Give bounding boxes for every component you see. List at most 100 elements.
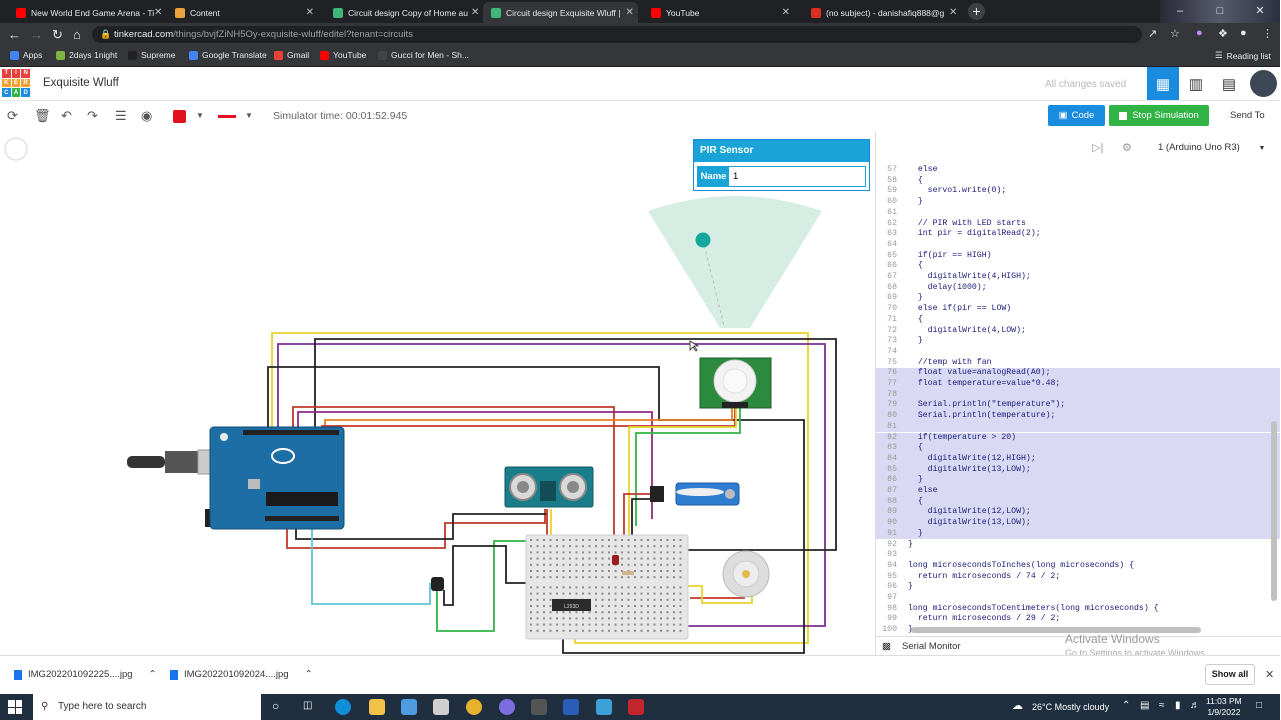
device-select[interactable]: 1 (Arduino Uno R3) ▼	[1158, 142, 1265, 153]
code-horizontal-scrollbar[interactable]	[911, 627, 1201, 633]
close-icon[interactable]: ✕	[1265, 669, 1275, 681]
schematic-view-button[interactable]: ▥	[1180, 67, 1212, 100]
browser-tab[interactable]: Circuit design Copy of Home au✕	[325, 2, 480, 23]
edge-icon[interactable]	[335, 699, 351, 715]
url-field[interactable]: 🔒 tinkercad.com/things/bvjfZiNH5Oy-exqui…	[92, 26, 1142, 43]
network-icon[interactable]: ▤	[1140, 700, 1150, 711]
tray-chevron-icon[interactable]: ⌃	[1122, 700, 1131, 711]
undo-icon[interactable]: ↶	[61, 108, 72, 123]
tab-close-icon[interactable]: ✕	[781, 7, 790, 18]
breadboard-hole	[647, 617, 649, 620]
bookmark-item[interactable]: 2days 1night	[56, 50, 117, 60]
wire-color-swatch[interactable]	[173, 110, 186, 123]
notes-icon[interactable]: ☰	[115, 108, 127, 123]
bookmark-item[interactable]: Gucci for Men - Sh...	[378, 50, 469, 60]
color-dropdown-chevron-icon[interactable]: ▼	[196, 111, 204, 120]
tab-close-icon[interactable]: ✕	[471, 7, 480, 18]
wifi-icon[interactable]: ≈	[1159, 700, 1165, 711]
weather-icon[interactable]: ☁	[1012, 700, 1023, 712]
browser-tab[interactable]: YouTube✕	[643, 2, 798, 23]
avatar[interactable]	[1250, 70, 1277, 97]
breadboard-hole	[634, 563, 636, 566]
browser-tab[interactable]: New World End Game Arena - Ti✕	[8, 2, 163, 23]
discord-icon[interactable]	[499, 699, 515, 715]
breadboard-hole	[640, 598, 643, 601]
battery-icon[interactable]: ▮	[1175, 700, 1181, 711]
back-arrow-icon[interactable]: ←	[8, 27, 21, 42]
acrobat-icon[interactable]	[628, 699, 644, 715]
send-to-button[interactable]: Send To	[1230, 110, 1265, 121]
browser-tab[interactable]: (no subject) - danishafiq888@g✕	[803, 2, 958, 23]
home-icon[interactable]: ⌂	[73, 27, 81, 42]
photos-icon[interactable]	[596, 699, 612, 715]
browser-tab[interactable]: Circuit design Exquisite Wluff |✕	[483, 2, 638, 23]
mail-icon[interactable]	[401, 699, 417, 715]
maximize-icon[interactable]: □	[1216, 5, 1224, 17]
project-name[interactable]: Exquisite Wluff	[43, 77, 119, 89]
taskbar-clock[interactable]: 11:03 PM 1/9/2022	[1206, 696, 1242, 718]
upload-run-icon[interactable]: ▷|	[1092, 142, 1104, 154]
profile-icon[interactable]: ●	[1240, 27, 1247, 39]
visibility-eye-icon[interactable]: ◉	[141, 108, 153, 123]
pir-name-input[interactable]	[729, 167, 865, 186]
extension-icon[interactable]: ●	[1196, 27, 1203, 39]
breadboard-hole	[556, 576, 558, 579]
taskbar-search-input[interactable]: ⚲ Type here to search	[33, 694, 261, 720]
puzzle-icon[interactable]: ❖	[1218, 28, 1228, 40]
redo-icon[interactable]: ↷	[87, 108, 98, 123]
browser-tab[interactable]: Content✕	[167, 2, 322, 23]
delete-icon[interactable]: 🗑	[34, 108, 51, 123]
bookmark-item[interactable]: Supreme	[128, 50, 176, 60]
component-list-button[interactable]: ▤	[1213, 67, 1245, 100]
new-tab-button[interactable]: +	[968, 3, 985, 20]
store-icon[interactable]	[433, 699, 449, 715]
app-icon[interactable]	[531, 699, 547, 715]
close-window-icon[interactable]: ✕	[1255, 5, 1265, 17]
chrome-icon[interactable]	[466, 699, 482, 715]
download-item[interactable]: IMG202201092024....jpg ⌃	[170, 669, 313, 680]
download-item[interactable]: IMG202201092225....jpg ⌃	[14, 669, 157, 680]
tab-close-icon[interactable]: ✕	[305, 7, 314, 18]
breadboard-hole	[549, 551, 552, 554]
code-vertical-scrollbar[interactable]	[1271, 421, 1277, 601]
wire-type-swatch[interactable]	[218, 115, 236, 118]
bookmark-item[interactable]: Google Translate	[189, 50, 267, 60]
share-icon[interactable]: ↗	[1148, 28, 1158, 40]
stop-simulation-button[interactable]: Stop Simulation	[1109, 105, 1209, 126]
weather-text[interactable]: 26°C Mostly cloudy	[1032, 702, 1110, 712]
volume-icon[interactable]: ♬	[1190, 700, 1200, 711]
serial-monitor-bar[interactable]: ▩ Serial Monitor	[876, 636, 1281, 655]
debug-icon[interactable]: ⚙	[1122, 142, 1132, 154]
bookmark-item[interactable]: YouTube	[320, 50, 366, 60]
reading-list-button[interactable]: ☰ Reading list	[1215, 50, 1271, 61]
rotate-icon[interactable]: ⟳	[7, 108, 18, 123]
menu-kebab-icon[interactable]: ⋮	[1262, 28, 1273, 40]
minimize-icon[interactable]: –	[1176, 5, 1184, 17]
windows-start-icon[interactable]	[8, 700, 22, 714]
tab-close-icon[interactable]: ✕	[154, 7, 163, 18]
breadboard-hole	[608, 576, 610, 579]
chevron-up-icon[interactable]: ⌃	[148, 669, 157, 680]
cortana-icon[interactable]: ○	[272, 699, 280, 713]
circuit-canvas[interactable]: L293D PIR Sensor Name	[0, 131, 875, 655]
show-all-button[interactable]: Show all	[1205, 664, 1255, 685]
bookmark-item[interactable]: Gmail	[274, 50, 309, 60]
code-button[interactable]: ▣ Code	[1048, 105, 1105, 126]
file-explorer-icon[interactable]	[369, 699, 385, 715]
wire-dropdown-chevron-icon[interactable]: ▼	[245, 111, 253, 120]
bookmark-star-icon[interactable]: ☆	[1170, 28, 1180, 40]
tab-close-icon[interactable]: ✕	[949, 7, 958, 18]
forward-arrow-icon[interactable]: →	[30, 27, 43, 42]
word-icon[interactable]	[563, 699, 579, 715]
breadboard-hole	[627, 576, 630, 579]
line-number: 71	[887, 314, 897, 324]
notification-icon[interactable]: □	[1256, 700, 1263, 711]
tab-close-icon[interactable]: ✕	[625, 7, 634, 18]
bookmark-item[interactable]: Apps	[10, 50, 42, 60]
task-view-icon[interactable]: ◫	[303, 700, 313, 711]
reload-icon[interactable]: ↻	[52, 27, 63, 42]
circuit-view-button[interactable]: ▦	[1147, 67, 1179, 100]
chevron-up-icon[interactable]: ⌃	[304, 669, 313, 680]
